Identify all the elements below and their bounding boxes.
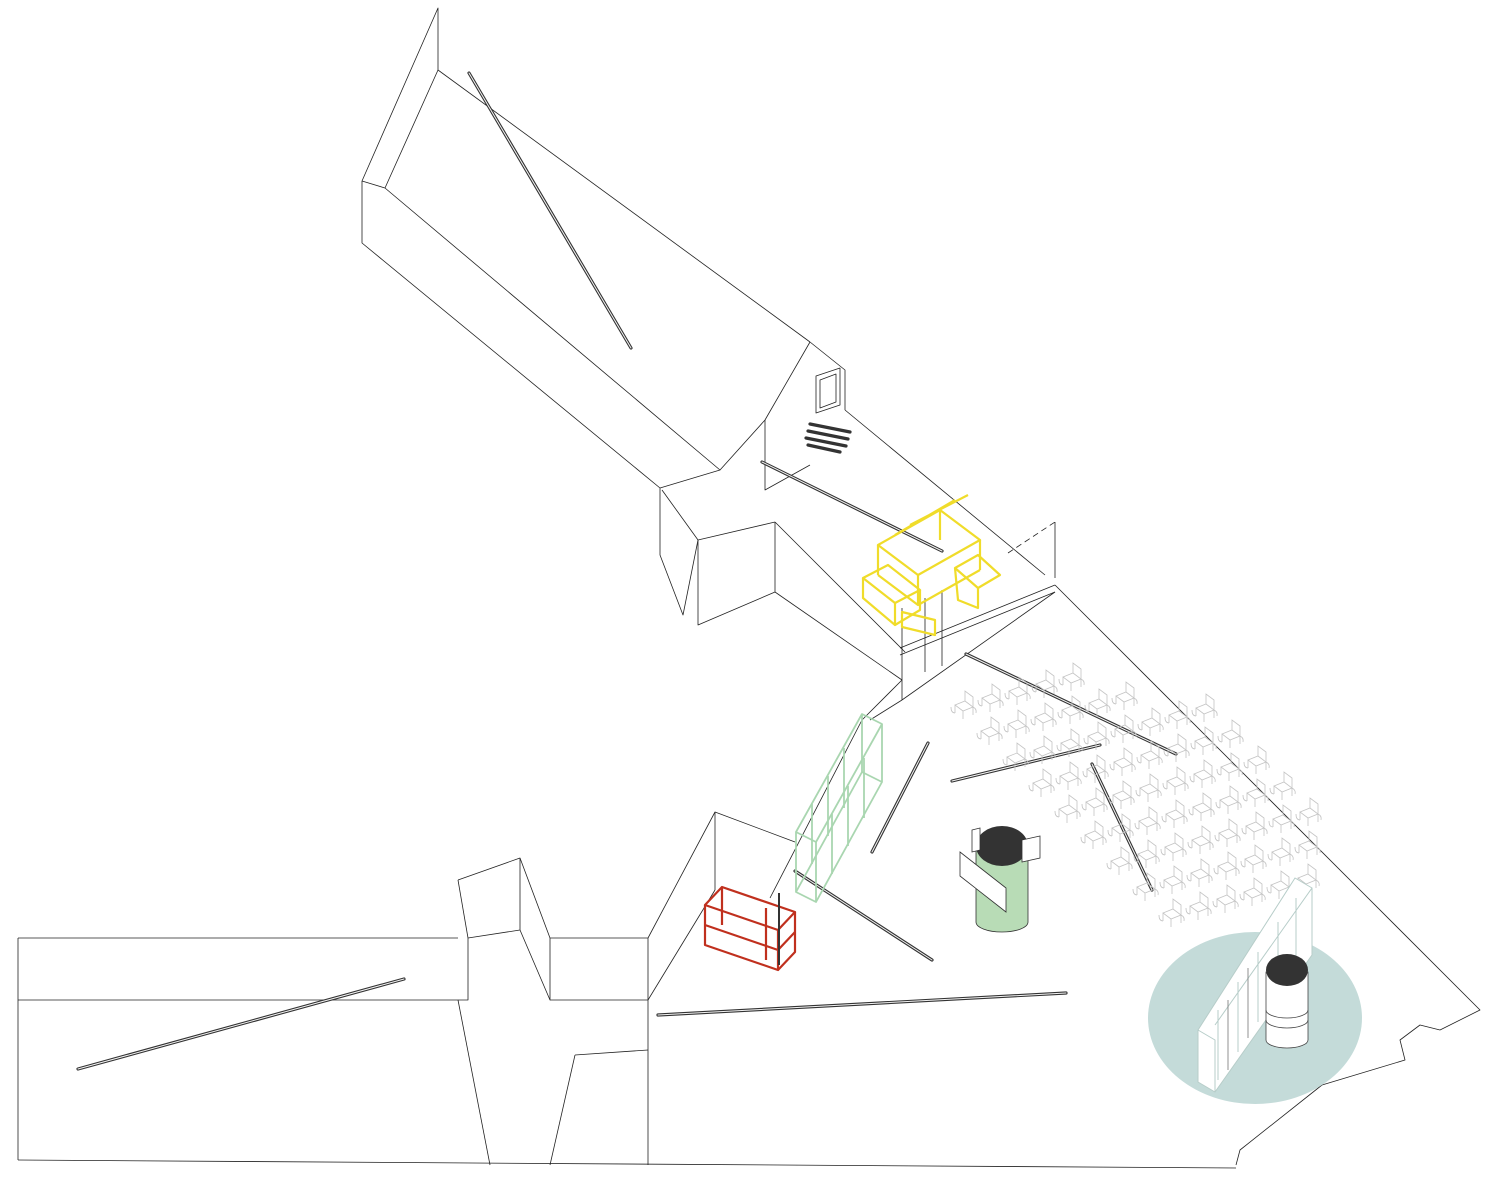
chair bbox=[1134, 806, 1161, 835]
chair bbox=[1188, 792, 1215, 821]
chair bbox=[1031, 669, 1058, 698]
chair bbox=[1028, 768, 1055, 797]
chair bbox=[1080, 820, 1107, 849]
chair bbox=[1058, 662, 1085, 691]
chair bbox=[1109, 747, 1136, 776]
chair bbox=[1137, 707, 1164, 736]
light-bar bbox=[964, 652, 1178, 756]
light-bar bbox=[76, 977, 406, 1071]
chair bbox=[1084, 688, 1111, 717]
chair bbox=[1212, 884, 1239, 913]
chair bbox=[1215, 785, 1242, 814]
chair bbox=[1294, 830, 1321, 859]
chair bbox=[1268, 804, 1295, 833]
chair bbox=[1187, 825, 1214, 854]
light-bar bbox=[950, 743, 1102, 783]
chair bbox=[1002, 742, 1029, 771]
chair bbox=[1240, 844, 1267, 873]
chair bbox=[1295, 797, 1322, 826]
chair bbox=[1213, 851, 1240, 880]
chair bbox=[1186, 858, 1213, 887]
chair-grid bbox=[950, 662, 1322, 927]
green-cylinder bbox=[959, 826, 1041, 933]
chair bbox=[1108, 780, 1135, 809]
chair bbox=[1055, 761, 1082, 790]
chair bbox=[1216, 752, 1243, 781]
chair bbox=[1083, 721, 1110, 750]
teal-circle-area bbox=[1148, 877, 1362, 1104]
light-bar bbox=[656, 991, 1068, 1017]
chair bbox=[1159, 865, 1186, 894]
light-bar bbox=[793, 869, 934, 962]
red-frame-structure bbox=[703, 885, 797, 972]
light-bar bbox=[760, 460, 944, 553]
chair bbox=[1269, 771, 1296, 800]
chair bbox=[1267, 837, 1294, 866]
chair bbox=[1241, 811, 1268, 840]
chair bbox=[977, 683, 1004, 712]
chair bbox=[1057, 695, 1084, 724]
chair bbox=[1163, 733, 1190, 762]
yellow-frame-structure bbox=[861, 494, 1002, 637]
light-bars bbox=[76, 71, 1178, 1071]
chair bbox=[1135, 773, 1162, 802]
chair bbox=[1111, 681, 1138, 710]
chair bbox=[1136, 740, 1163, 769]
chair bbox=[1132, 872, 1159, 901]
light-bar bbox=[870, 741, 930, 854]
chair bbox=[1003, 709, 1030, 738]
chair bbox=[1056, 728, 1083, 757]
chair bbox=[1160, 832, 1187, 861]
chair bbox=[1030, 702, 1057, 731]
chair bbox=[1029, 735, 1056, 764]
chair bbox=[1158, 898, 1185, 927]
chair bbox=[1004, 676, 1031, 705]
chair bbox=[1239, 877, 1266, 906]
chair bbox=[1243, 745, 1270, 774]
chair bbox=[1133, 839, 1160, 868]
chair bbox=[950, 690, 977, 719]
chair bbox=[1164, 700, 1191, 729]
chair bbox=[1106, 846, 1133, 875]
stair-bar bbox=[804, 422, 852, 454]
chair bbox=[1054, 794, 1081, 823]
chair bbox=[1110, 714, 1137, 743]
chair bbox=[1161, 799, 1188, 828]
chair bbox=[1185, 891, 1212, 920]
building-walls bbox=[17, 7, 1481, 1169]
chair bbox=[1242, 778, 1269, 807]
chair bbox=[1081, 787, 1108, 816]
chair bbox=[976, 716, 1003, 745]
chair bbox=[1189, 759, 1216, 788]
chair bbox=[1214, 818, 1241, 847]
chair bbox=[1191, 693, 1218, 722]
chair bbox=[1190, 726, 1217, 755]
chair bbox=[1107, 813, 1134, 842]
chair bbox=[1217, 719, 1244, 748]
chair bbox=[1162, 766, 1189, 795]
chair bbox=[1082, 754, 1109, 783]
light-bar bbox=[1090, 762, 1154, 892]
light-bar bbox=[467, 71, 633, 350]
green-frame-shelf bbox=[795, 713, 883, 903]
